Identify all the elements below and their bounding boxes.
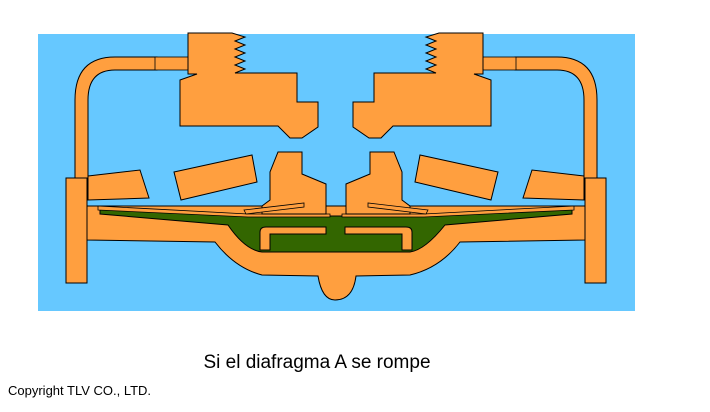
- diagram-caption: Si el diafragma A se rompe: [203, 352, 431, 373]
- side-wall-right: [584, 177, 607, 284]
- upper-housing-right: [352, 32, 492, 139]
- middle-block-right-inner: [414, 154, 499, 201]
- piston-left: [261, 151, 327, 215]
- middle-block-left-outer: [87, 169, 150, 201]
- middle-block-left-inner: [173, 154, 258, 201]
- piston-right: [345, 151, 411, 215]
- upper-housing-left: [179, 32, 319, 139]
- diaphragm-plate-left: [259, 226, 327, 251]
- diaphragm-plate-right: [344, 226, 413, 251]
- middle-block-right-outer: [522, 169, 585, 201]
- diaphragm-a: [99, 207, 573, 253]
- lower-body: [86, 205, 586, 301]
- copyright-notice: Copyright TLV CO., LTD.: [8, 383, 152, 398]
- lever-left: [243, 202, 305, 215]
- lever-right: [367, 202, 429, 215]
- side-wall-left: [65, 177, 88, 284]
